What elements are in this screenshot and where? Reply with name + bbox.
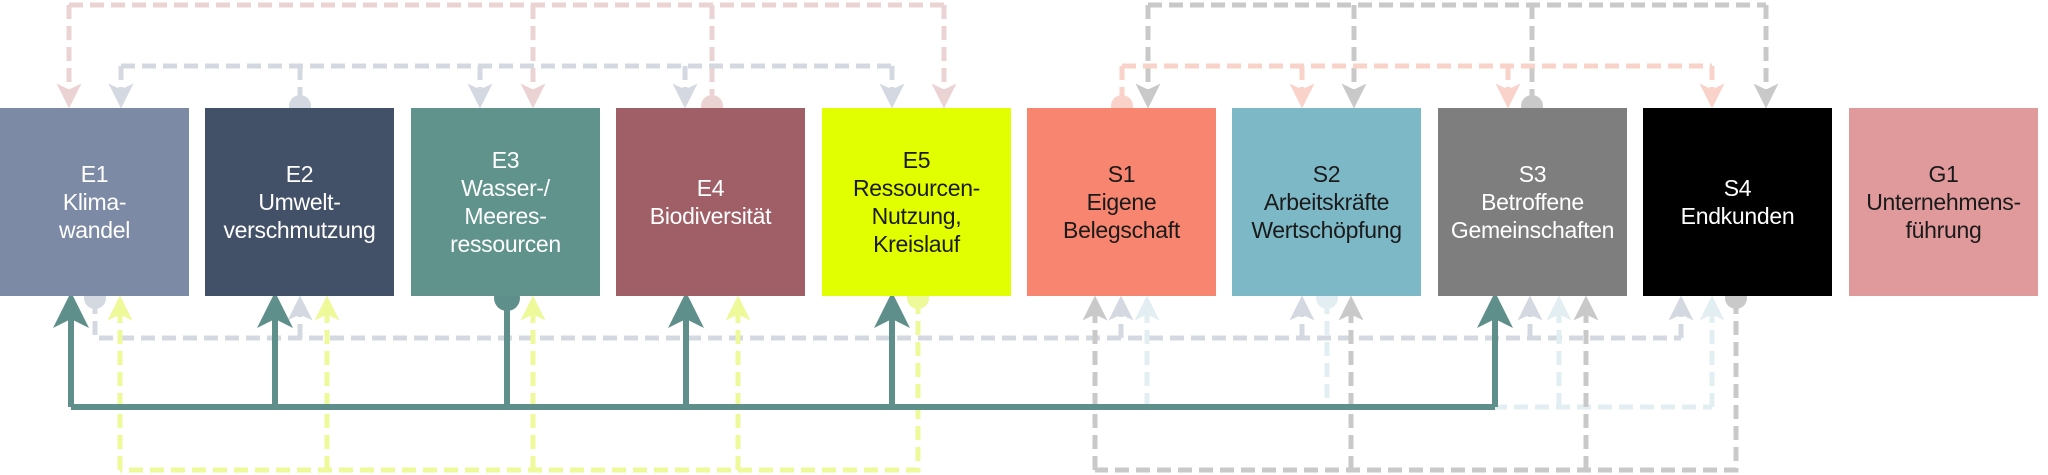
topic-title-line: führung <box>1905 217 1982 243</box>
topic-title-line: Wasser-/ <box>461 175 550 201</box>
s4-link-network <box>1082 287 1747 473</box>
topic-code: E1 <box>80 161 109 187</box>
topic-title-line: Eigene <box>1086 189 1157 215</box>
topic-title-line: Meeres- <box>464 203 547 229</box>
topic-title-line: verschmutzung <box>223 217 376 243</box>
topic-code: E2 <box>285 161 314 187</box>
topic-code: E5 <box>902 147 931 173</box>
e3-link-network <box>53 285 1513 410</box>
topic-title-line: Ressourcen- <box>852 175 981 201</box>
topic-title-line: Gemeinschaften <box>1450 217 1615 243</box>
topic-code: S4 <box>1723 175 1752 201</box>
topic-code: S1 <box>1107 161 1136 187</box>
topic-title-line: Endkunden <box>1680 203 1795 229</box>
topic-title-line: Unternehmens- <box>1866 189 2021 215</box>
topic-title-line: Umwelt- <box>258 189 341 215</box>
topic-title-line: Belegschaft <box>1063 217 1180 243</box>
topic-title-line: Nutzung, <box>871 203 962 229</box>
topic-title-line: Klima- <box>62 189 127 215</box>
s2-link-network <box>1134 287 1725 410</box>
topic-title-line: Betroffene <box>1481 189 1584 215</box>
topic-title-line: wandel <box>58 217 131 243</box>
topic-code: E4 <box>696 175 725 201</box>
topic-title-line: ressourcen <box>450 231 561 257</box>
topic-title-line: Wertschöpfung <box>1251 217 1402 243</box>
s3-link-network <box>1135 2 1779 117</box>
e5-link-network <box>107 287 929 473</box>
e1-link-network <box>84 287 1694 341</box>
topic-title-line: Kreislauf <box>873 231 960 257</box>
topic-code: E3 <box>491 147 520 173</box>
topic-code: S2 <box>1312 161 1341 187</box>
e4-link-network <box>56 2 957 117</box>
topic-code: S3 <box>1518 161 1547 187</box>
topic-title-line: Biodiversität <box>649 203 772 229</box>
topic-code: G1 <box>1928 161 1959 187</box>
topic-title-line: Arbeitskräfte <box>1263 189 1390 215</box>
